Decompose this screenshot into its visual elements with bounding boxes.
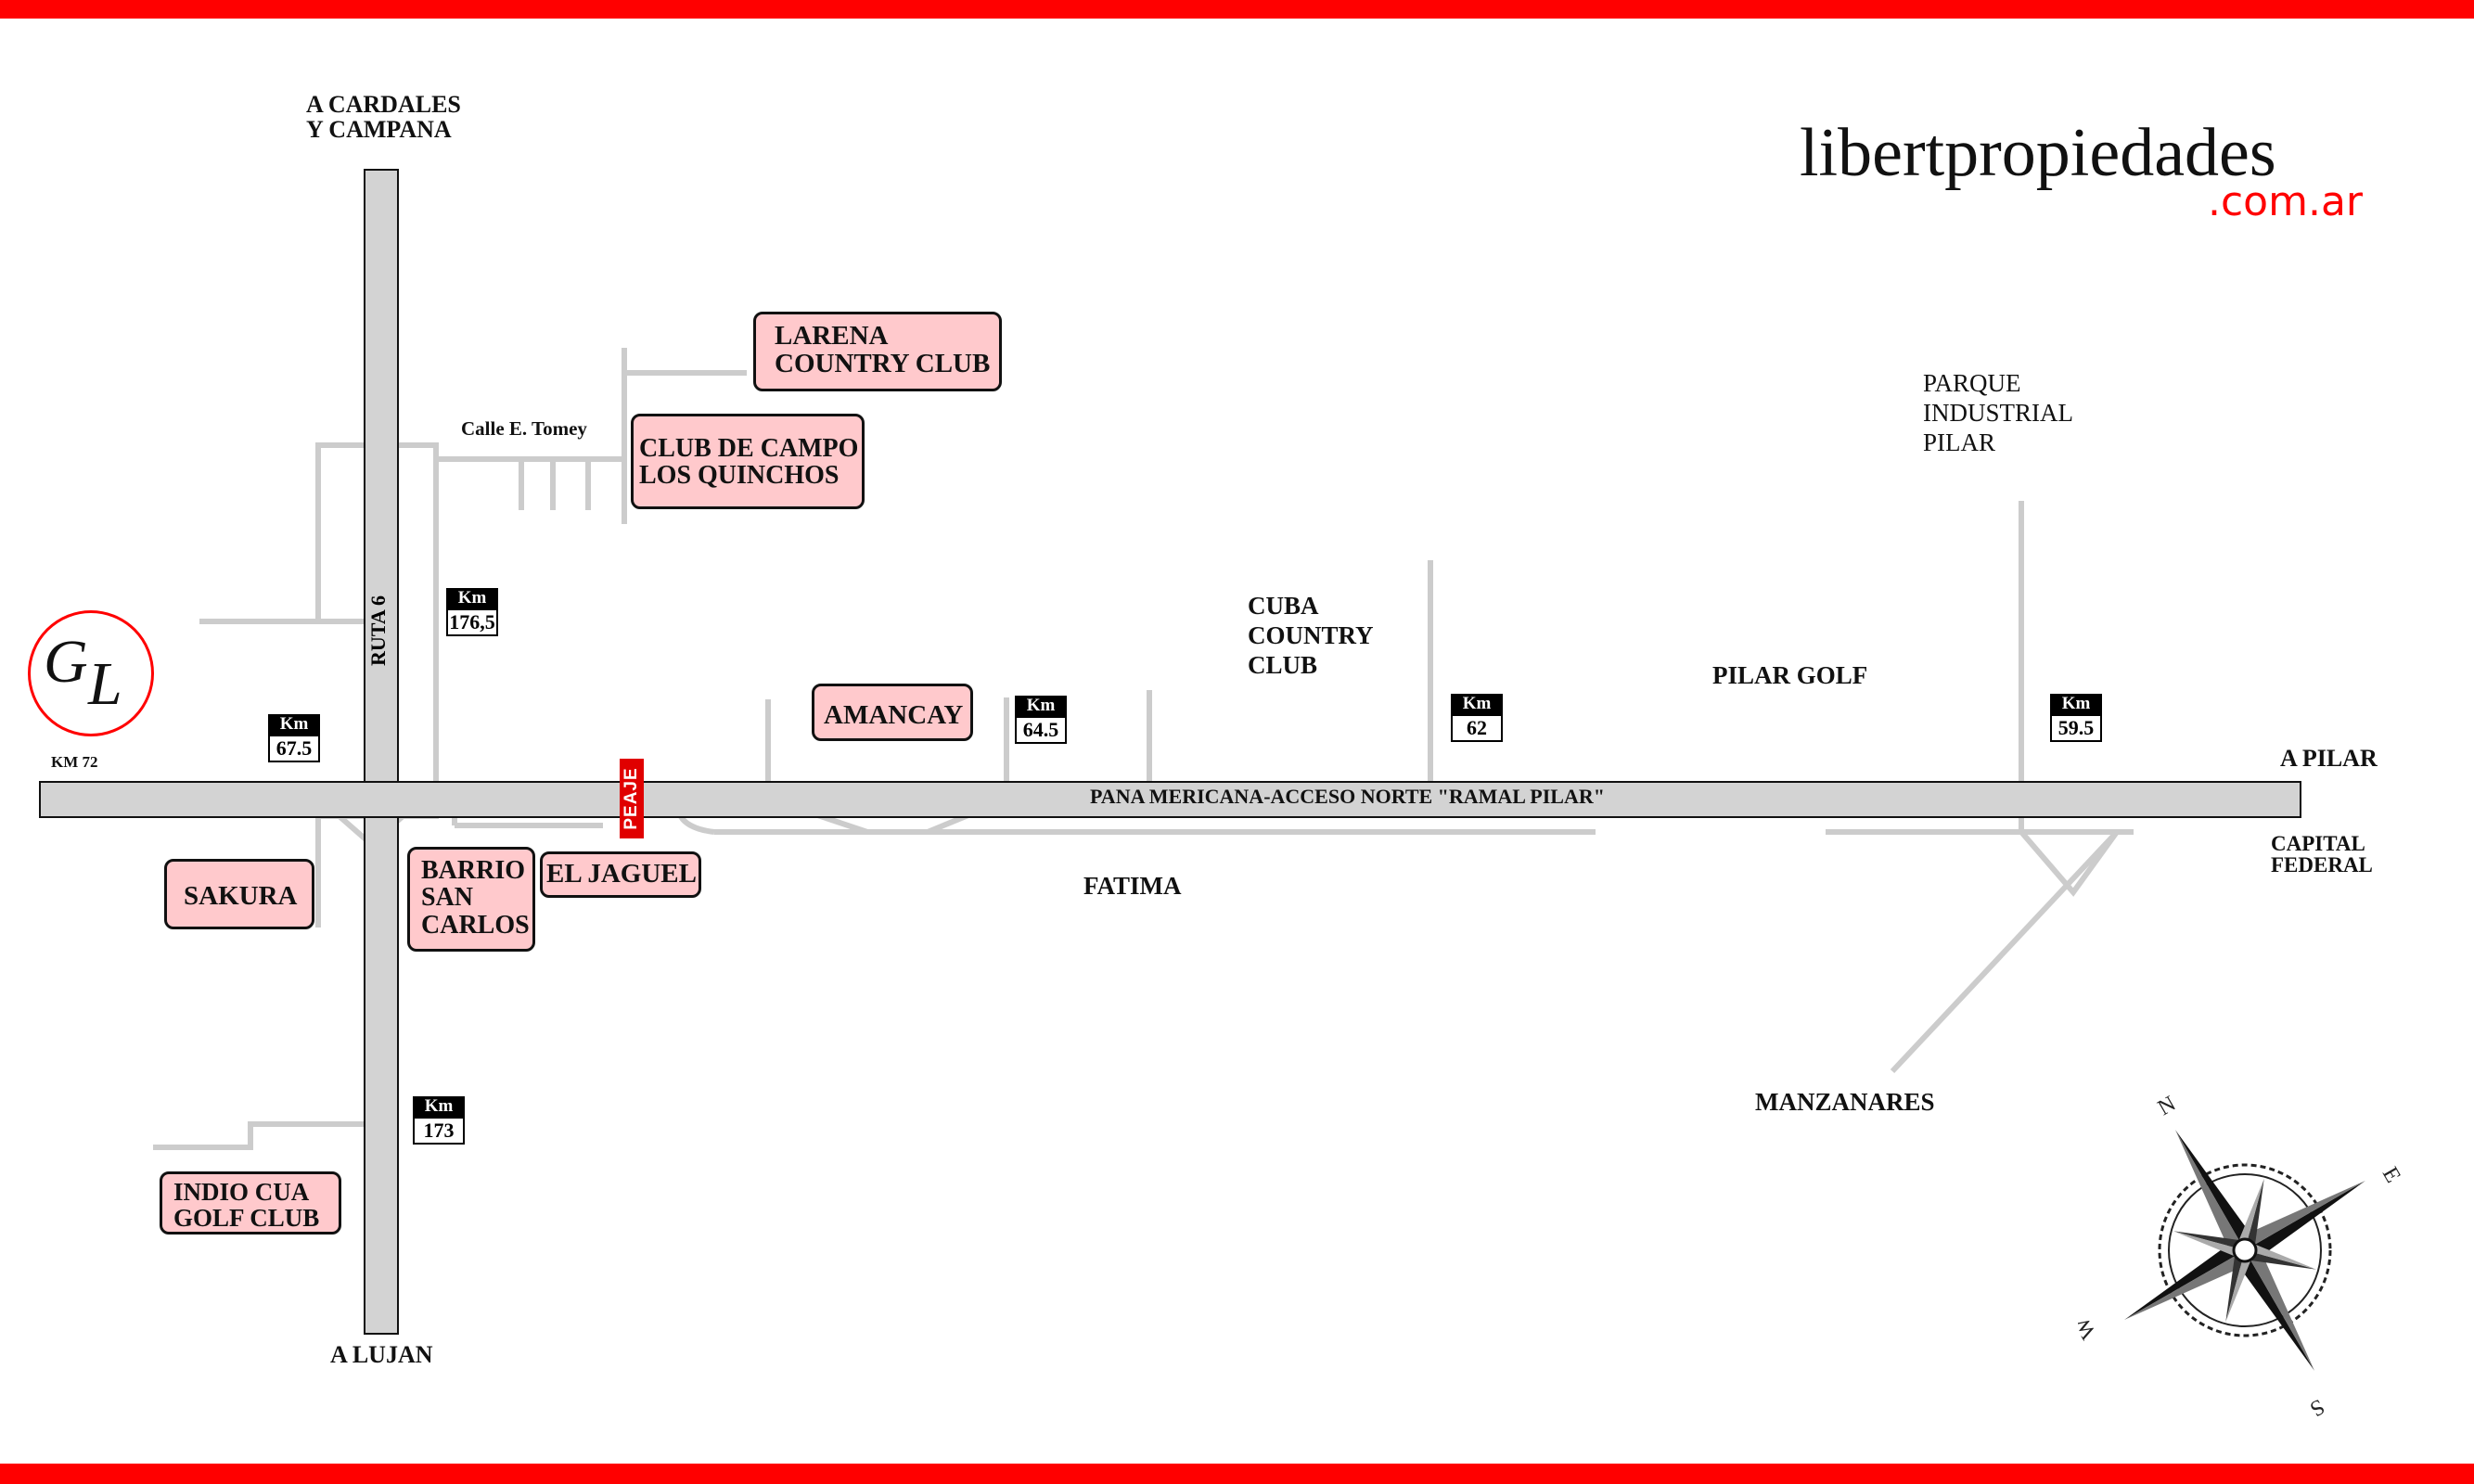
highway-label: PANA MERICANA-ACCESO NORTE "RAMAL PILAR" <box>1090 785 1605 808</box>
place-cuba-line-3: CLUB <box>1248 650 1318 679</box>
gl-emblem: G L <box>28 610 154 736</box>
compass-s-label: S <box>2305 1394 2328 1417</box>
km-marker-header: Km <box>268 714 320 735</box>
place-parque-line-3: PILAR <box>1923 428 1996 456</box>
club-sakura-label: SAKURA <box>184 881 298 911</box>
km-marker-value: 173 <box>413 1117 465 1145</box>
club-indio-line-1: INDIO CUA <box>173 1178 310 1206</box>
km-marker-header: Km <box>1015 696 1067 716</box>
club-san-carlos-line-3: CARLOS <box>421 910 530 940</box>
km-marker-value: 64.5 <box>1015 716 1067 744</box>
club-san-carlos-line-1: BARRIO <box>421 856 526 885</box>
direction-capital: CAPITAL FEDERAL <box>2271 833 2373 876</box>
compass-e-label: E <box>2378 1163 2405 1187</box>
direction-capital-line-2: FEDERAL <box>2271 853 2373 877</box>
brand-domain: .com.ar <box>2208 178 2363 225</box>
place-parque-line-1: PARQUE <box>1923 369 2021 397</box>
direction-north: A CARDALES Y CAMPANA <box>306 91 461 143</box>
km-72-label: KM 72 <box>51 753 98 771</box>
minor-roads <box>153 348 2134 1150</box>
km-marker-header: Km <box>1451 694 1503 714</box>
compass-rose-icon: N E S W <box>2078 1092 2405 1417</box>
club-amancay-label: AMANCAY <box>824 700 964 730</box>
club-quinchos-line-2: LOS QUINCHOS <box>639 461 840 491</box>
club-el-jaguel[interactable]: EL JAGUEL <box>540 851 701 898</box>
place-fatima: FATIMA <box>1083 872 1182 900</box>
route-6-label: RUTA 6 <box>366 595 390 666</box>
compass-w-label: W <box>2078 1312 2101 1343</box>
toll-label: PEAJE <box>622 767 641 830</box>
km-marker-header: Km <box>413 1096 465 1117</box>
street-label-tomey: Calle E. Tomey <box>461 417 587 440</box>
club-indio-cua-golf[interactable]: INDIO CUA GOLF CLUB <box>160 1171 341 1235</box>
club-barrio-san-carlos[interactable]: BARRIO SAN CARLOS <box>407 847 535 952</box>
club-el-jaguel-label: EL JAGUEL <box>546 859 697 889</box>
km-marker-value: 59.5 <box>2050 714 2102 742</box>
club-quinchos-line-1: CLUB DE CAMPO <box>639 434 859 463</box>
compass-star <box>2124 1130 2365 1371</box>
place-cuba-line-2: COUNTRY <box>1248 620 1374 649</box>
direction-capital-line-1: CAPITAL <box>2271 832 2365 855</box>
compass-n-label: N <box>2154 1092 2180 1120</box>
top-red-border <box>0 0 2474 19</box>
compass-center <box>2232 1237 2258 1263</box>
club-sakura[interactable]: SAKURA <box>164 859 314 929</box>
km-marker-value: 62 <box>1451 714 1503 742</box>
direction-east: A PILAR <box>2280 745 2378 772</box>
club-larena-country-club[interactable]: LARENA COUNTRY CLUB <box>753 312 1002 391</box>
place-manzanares: MANZANARES <box>1755 1088 1935 1116</box>
brand-logo: libertpropiedades <box>1800 115 2276 191</box>
km-marker-header: Km <box>2050 694 2102 714</box>
road-manzanares <box>1890 829 2120 1074</box>
direction-south: A LUJAN <box>330 1341 433 1368</box>
club-san-carlos-line-2: SAN <box>421 883 474 913</box>
road-loop-west <box>315 442 439 928</box>
km-marker-value: 176,5 <box>446 608 498 636</box>
place-pilar-golf: PILAR GOLF <box>1712 661 1868 689</box>
club-los-quinchos[interactable]: CLUB DE CAMPO LOS QUINCHOS <box>631 414 865 509</box>
emblem-letter-l: L <box>88 650 122 718</box>
road-panamericana <box>39 781 2301 818</box>
direction-north-line-2: Y CAMPANA <box>306 115 452 143</box>
place-parque-industrial: PARQUE INDUSTRIAL PILAR <box>1923 369 2073 458</box>
place-parque-line-2: INDUSTRIAL <box>1923 398 2073 427</box>
compass-outer-ring <box>2158 1163 2332 1337</box>
km-marker-header: Km <box>446 588 498 608</box>
emblem-letter-g: G <box>44 628 88 696</box>
place-cuba-line-1: CUBA <box>1248 592 1319 620</box>
club-larena-line-1: LARENA <box>775 321 889 351</box>
club-amancay[interactable]: AMANCAY <box>812 684 973 741</box>
toll-booth: PEAJE <box>620 759 644 838</box>
km-marker-value: 67.5 <box>268 735 320 762</box>
club-larena-line-2: COUNTRY CLUB <box>775 349 991 379</box>
road-indio-access <box>153 1121 365 1150</box>
compass-inner-ring <box>2168 1173 2322 1327</box>
bottom-red-border <box>0 1464 2474 1484</box>
club-indio-line-2: GOLF CLUB <box>173 1204 320 1233</box>
direction-north-line-1: A CARDALES <box>306 91 461 118</box>
place-cuba-country-club: CUBA COUNTRY CLUB <box>1248 592 1374 681</box>
road-ruta-6 <box>364 169 399 1335</box>
